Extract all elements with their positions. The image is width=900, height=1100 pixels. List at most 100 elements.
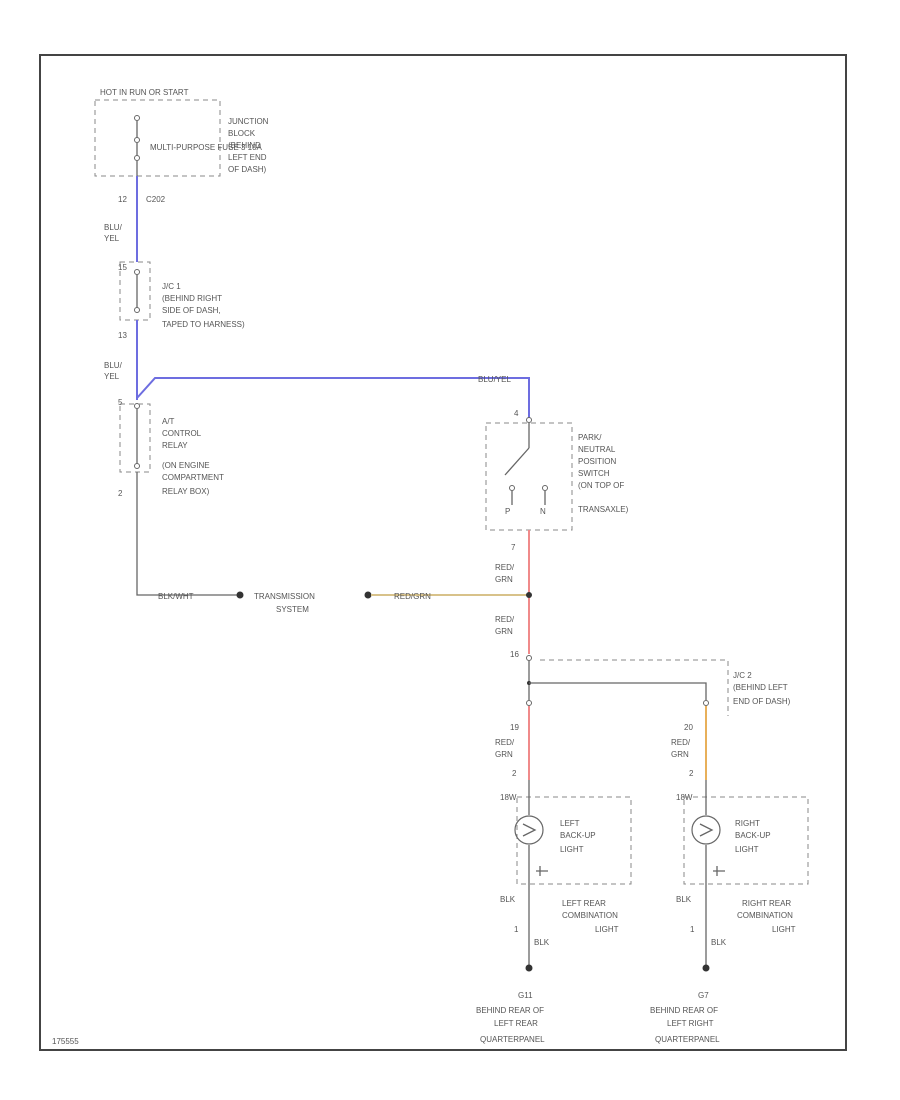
- right-lamp-pin-2: 2: [689, 769, 694, 778]
- left-lamp-ground-symbol: [536, 866, 548, 876]
- wire-red-grn-label-2: RED/ GRN: [495, 615, 515, 636]
- svg-text:(BEHIND LEFT: (BEHIND LEFT: [733, 683, 788, 692]
- svg-text:J/C 2: J/C 2: [733, 671, 752, 680]
- svg-text:BEHIND REAR OF: BEHIND REAR OF: [476, 1006, 544, 1015]
- wire-blu-yel-label-2: BLU/ YEL: [104, 361, 123, 381]
- jc1-pin-15: 15: [118, 263, 127, 272]
- left-bulb-filament: [522, 823, 537, 837]
- relay-label: A/T CONTROL RELAY (ON ENGINE COMPARTMENT…: [162, 417, 224, 496]
- jc1-pin-13: 13: [118, 331, 127, 340]
- fuse-terminal-top: [134, 115, 140, 121]
- svg-text:RED/: RED/: [495, 738, 515, 747]
- svg-text:LIGHT: LIGHT: [560, 845, 584, 854]
- junction-block-location: JUNCTION BLOCK (BEHIND LEFT END OF DASH): [228, 117, 269, 174]
- left-lamp-pin-2: 2: [512, 769, 517, 778]
- left-combination-light-box: [516, 796, 632, 885]
- left-lamp-pin-1: 1: [514, 925, 519, 934]
- wire-red-grn-h-label: RED/GRN: [394, 592, 431, 601]
- jc1-box: [119, 261, 151, 321]
- svg-text:RELAY: RELAY: [162, 441, 188, 450]
- svg-text:LIGHT: LIGHT: [595, 925, 619, 934]
- svg-text:YEL: YEL: [104, 372, 120, 381]
- jc1-terminal-bottom: [134, 307, 140, 313]
- left-rear-combination-light-label: LEFT REAR COMBINATION LIGHT: [562, 899, 619, 934]
- svg-text:OF DASH): OF DASH): [228, 165, 267, 174]
- switch-contact-n-label: N: [540, 507, 546, 516]
- jc2-terminal-in: [526, 655, 532, 661]
- switch-pin-4: 4: [514, 409, 519, 418]
- svg-text:BACK-UP: BACK-UP: [735, 831, 771, 840]
- ground-g11-name: G11: [518, 991, 533, 1000]
- wire-red-grn-label-4: RED/ GRN: [671, 738, 691, 759]
- fuse-terminal-bottom: [134, 155, 140, 161]
- switch-contact-p: [509, 485, 515, 491]
- svg-text:QUARTERPANEL: QUARTERPANEL: [480, 1035, 545, 1044]
- junction-block-box: [94, 99, 221, 177]
- jc2-terminal-right: [703, 700, 709, 706]
- switch-label: PARK/ NEUTRAL POSITION SWITCH (ON TOP OF…: [578, 433, 629, 514]
- jc2-box: [540, 659, 729, 716]
- svg-text:POSITION: POSITION: [578, 457, 616, 466]
- svg-text:RIGHT: RIGHT: [735, 819, 760, 828]
- svg-text:RIGHT REAR: RIGHT REAR: [742, 899, 791, 908]
- left-bulb-icon: [514, 815, 544, 845]
- svg-text:(BEHIND RIGHT: (BEHIND RIGHT: [162, 294, 222, 303]
- svg-text:A/T: A/T: [162, 417, 175, 426]
- svg-text:COMBINATION: COMBINATION: [562, 911, 618, 920]
- ground-g7-icon: [702, 964, 710, 972]
- svg-text:YEL: YEL: [104, 234, 120, 243]
- svg-text:PARK/: PARK/: [578, 433, 602, 442]
- wire-red-grn-label-1: RED/ GRN: [495, 563, 515, 584]
- svg-text:NEUTRAL: NEUTRAL: [578, 445, 616, 454]
- relay-box: [119, 403, 151, 473]
- svg-text:GRN: GRN: [671, 750, 689, 759]
- right-rear-combination-light-label: RIGHT REAR COMBINATION LIGHT: [737, 899, 796, 934]
- svg-text:GRN: GRN: [495, 575, 513, 584]
- jc1-terminal-top: [134, 269, 140, 275]
- svg-text:RED/: RED/: [495, 563, 515, 572]
- svg-text:CONTROL: CONTROL: [162, 429, 202, 438]
- right-bulb-icon: [691, 815, 721, 845]
- left-lamp-bulb-size: 18W: [500, 793, 517, 802]
- source-label: HOT IN RUN OR START: [100, 88, 189, 97]
- transmission-system-label: TRANSMISSION SYSTEM: [254, 592, 315, 614]
- jc2-pin-20: 20: [684, 723, 693, 732]
- switch-contact-p-label: P: [505, 507, 510, 516]
- svg-text:GRN: GRN: [495, 627, 513, 636]
- svg-text:(ON TOP OF: (ON TOP OF: [578, 481, 624, 490]
- svg-text:COMBINATION: COMBINATION: [737, 911, 793, 920]
- svg-text:TRANSAXLE): TRANSAXLE): [578, 505, 629, 514]
- relay-terminal-top: [134, 403, 140, 409]
- ground-g7-location: BEHIND REAR OF LEFT RIGHT QUARTERPANEL: [650, 1006, 720, 1044]
- left-backup-light-label: LEFT BACK-UP LIGHT: [560, 819, 596, 854]
- wire-blk-wht-label: BLK/WHT: [158, 592, 194, 601]
- svg-text:RED/: RED/: [671, 738, 691, 747]
- svg-text:LIGHT: LIGHT: [735, 845, 759, 854]
- svg-text:LEFT REAR: LEFT REAR: [562, 899, 606, 908]
- jc2-bus: [529, 682, 707, 700]
- ground-g11-location: BEHIND REAR OF LEFT REAR QUARTERPANEL: [476, 1006, 545, 1044]
- svg-text:COMPARTMENT: COMPARTMENT: [162, 473, 224, 482]
- switch-terminal-top: [526, 417, 532, 423]
- svg-text:LEFT END: LEFT END: [228, 153, 267, 162]
- svg-text:QUARTERPANEL: QUARTERPANEL: [655, 1035, 720, 1044]
- svg-text:BLU/: BLU/: [104, 361, 123, 370]
- jc2-terminal-left: [526, 700, 532, 706]
- ground-g11-icon: [525, 964, 533, 972]
- jb-connector: C202: [146, 195, 166, 204]
- jc2-pin-19: 19: [510, 723, 519, 732]
- svg-text:JUNCTION: JUNCTION: [228, 117, 269, 126]
- wire-red-grn-label-3: RED/ GRN: [495, 738, 515, 759]
- svg-text:J/C 1: J/C 1: [162, 282, 181, 291]
- svg-text:(BEHIND: (BEHIND: [228, 141, 261, 150]
- svg-text:RED/: RED/: [495, 615, 515, 624]
- right-lamp-ground-wire-2: BLK: [711, 938, 727, 947]
- wire-blu-yel-label-1: BLU/ YEL: [104, 223, 123, 243]
- right-lamp-pin-1: 1: [690, 925, 695, 934]
- jc2-pin-16: 16: [510, 650, 519, 659]
- svg-text:SWITCH: SWITCH: [578, 469, 610, 478]
- left-lamp-ground-wire: BLK: [500, 895, 516, 904]
- switch-blade: [504, 447, 530, 476]
- wire-blu-yel-branch: [136, 377, 530, 418]
- switch-pin-7: 7: [511, 543, 516, 552]
